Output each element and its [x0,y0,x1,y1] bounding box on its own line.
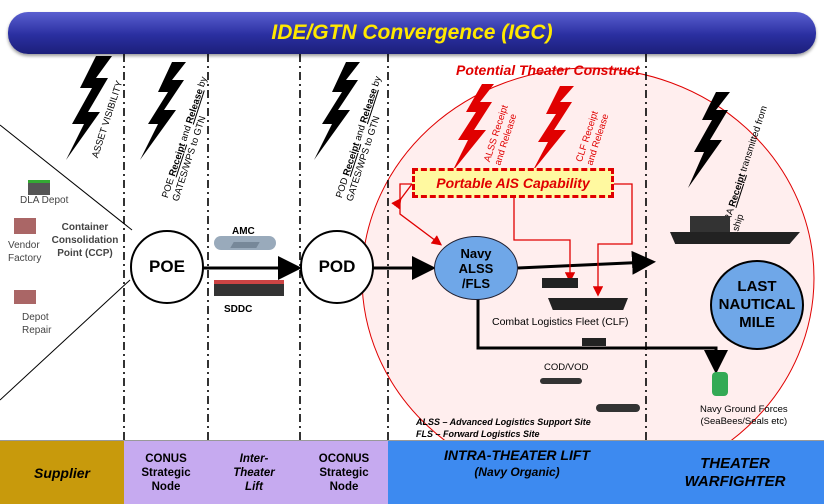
soldier-icon [712,372,728,396]
lane-supplier: Supplier [0,441,124,504]
fls-definition: FLS – Forward Logistics Site [416,429,540,439]
clf-label: Combat Logistics Fleet (CLF) [492,316,629,328]
helicopter-icon [596,404,640,412]
dra-ship-superstructure-icon [690,216,730,232]
banner-title: IDE/GTN Convergence (IGC) [271,21,553,44]
title-banner: IDE/GTN Convergence (IGC) [8,12,816,54]
alss-definition: ALSS – Advanced Logistics Support Site [416,417,591,427]
vendor-label: Vendor [8,240,40,251]
pod-bolt [314,62,360,160]
factory-label: Factory [8,253,42,264]
alss-bolt [452,84,494,172]
cod-label: COD/VOD [544,362,589,373]
dra-ship-icon [670,232,800,244]
clf-ship-large-icon [548,298,628,310]
poe-bolt [140,62,186,160]
portable-ais-box: Portable AIS Capability [412,168,614,198]
vendor-factory-icon [14,218,36,234]
dla-depot-label: DLA Depot [20,195,69,206]
sddc-label: SDDC [224,304,253,315]
portable-ais-label: Portable AIS Capability [436,175,590,191]
lane-intra-theater: INTRA-THEATER LIFT(Navy Organic) [388,441,646,504]
clf-bolt [532,86,574,172]
cod-plane-icon [540,378,582,384]
poe-node: POE [130,230,204,304]
potential-theater-label: Potential Theater Construct [456,62,640,78]
depot-label: Depot [22,312,49,323]
clf-ship-small-icon [542,278,578,288]
dra-bolt [688,92,730,188]
pod-node: POD [300,230,374,304]
cod-aircraft-icon [582,338,606,346]
ground-forces-label: Navy Ground Forces(SeaBees/Seals etc) [700,404,788,427]
depot-repair-icon [14,290,36,304]
repair-label: Repair [22,325,52,336]
amc-wing-icon [230,242,260,248]
asset-bolt [66,56,112,160]
dla-depot-icon [28,180,50,195]
amc-label: AMC [232,226,255,237]
sddc-ship-icon [214,280,284,296]
